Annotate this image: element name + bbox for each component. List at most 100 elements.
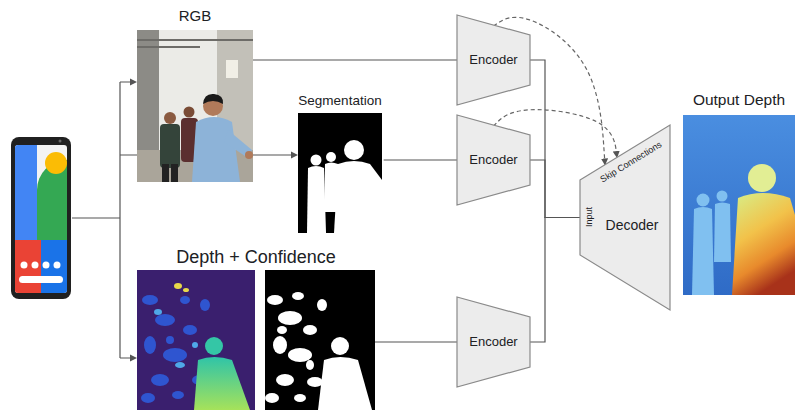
decoder-label: Decoder [606,217,659,233]
decoder-block: Skip ConnectionsInputDecoder [580,125,670,310]
rgb-photo [192,117,240,182]
depth-map [180,296,190,304]
connector-line [530,160,580,218]
confidence-map [277,326,287,334]
output-depth-map [748,164,776,192]
output-depth-map [683,115,795,295]
encoder-label: Encoder [469,53,517,68]
phone-illustration [54,262,61,269]
encoder-shape [457,115,530,205]
image-panel: Segmentation [296,92,383,233]
rgb-photo [164,112,176,124]
phone-illustration [21,262,28,269]
depth-map [154,309,162,315]
phone-illustration [45,152,67,174]
phone-illustration [15,145,37,240]
depth-map [174,283,182,289]
confidence-map [276,374,294,386]
encoder-shape [457,297,530,387]
output-depth-map [697,194,710,207]
segmentation-mask [307,140,382,233]
depth-map [163,348,187,362]
depth-map [151,374,169,386]
confidence-map [265,270,375,410]
rgb-photo [137,30,253,182]
confidence-map [317,299,327,311]
decoder-shape [580,125,670,310]
phone-illustration [11,137,71,299]
rgb-photo [224,130,252,158]
depth-map [183,288,189,292]
depth-map [183,325,197,335]
rgb-photo [203,94,223,104]
phone-illustration [43,262,50,269]
encoder-shape [457,15,530,105]
rgb-photo [171,164,178,182]
depth-map [194,357,250,410]
depth-map [142,295,158,305]
confidence-map [331,337,349,355]
connector-line [530,60,580,218]
rgb-photo [160,124,180,168]
connector-line [530,218,580,343]
confidence-map [294,394,306,402]
image-title: RGB [179,7,212,24]
rgb-photo [137,30,253,182]
rgb-photo [245,151,253,159]
segmentation-mask [328,170,345,187]
confidence-map [267,295,283,305]
image-title: Output Depth [693,91,785,109]
branch-arrowhead [130,79,137,86]
connector-line [384,159,457,160]
output-depth-map [717,191,728,202]
confidence-map [273,336,287,354]
confidence-map [265,270,375,410]
output-depth-map [692,191,731,296]
rgb-photo [184,107,195,118]
rgb-photo [226,60,238,78]
phone-illustration [19,276,63,283]
confidence-map [288,348,312,362]
depth-map [144,336,156,354]
rgb-photo [162,164,169,182]
segmentation-mask [307,166,326,233]
encoder-block: Encoder [457,115,530,205]
image-title: Depth + Confidence [176,247,336,268]
confidence-map [265,292,372,410]
phone-illustration [59,140,62,143]
connector-line [375,341,457,342]
phone-illustration [32,262,39,269]
image-panel: RGB [137,6,253,182]
segmentation-mask [311,155,322,166]
confidence-map [306,360,314,370]
phone-illustration [11,137,71,299]
confidence-map [303,325,317,335]
depth-map [166,336,174,344]
image-title: Segmentation [298,93,381,109]
output-depth-map [732,193,795,295]
encoder-block: Encoder [457,297,530,387]
output-depth-map [714,203,731,263]
segmentation-mask [298,113,382,233]
image-panel: Output Depth [683,90,795,295]
connector-line [253,59,457,60]
depth-map [137,270,255,410]
depth-map [155,314,175,326]
input-label: Input [584,207,594,227]
encoder-block: Encoder [457,15,530,105]
depth-map [175,362,185,368]
branch-arrowhead [130,355,137,362]
segmentation-mask [344,140,364,160]
branch-arrowhead [291,152,298,159]
depth-map [172,391,184,399]
depth-map [200,299,210,311]
rgb-photo [137,40,253,47]
confidence-map [292,292,304,300]
phone-illustration [15,145,67,293]
encoder-label: Encoder [469,335,517,350]
depth-map [141,393,155,403]
image-panel: Depth + Confidence [137,246,375,410]
